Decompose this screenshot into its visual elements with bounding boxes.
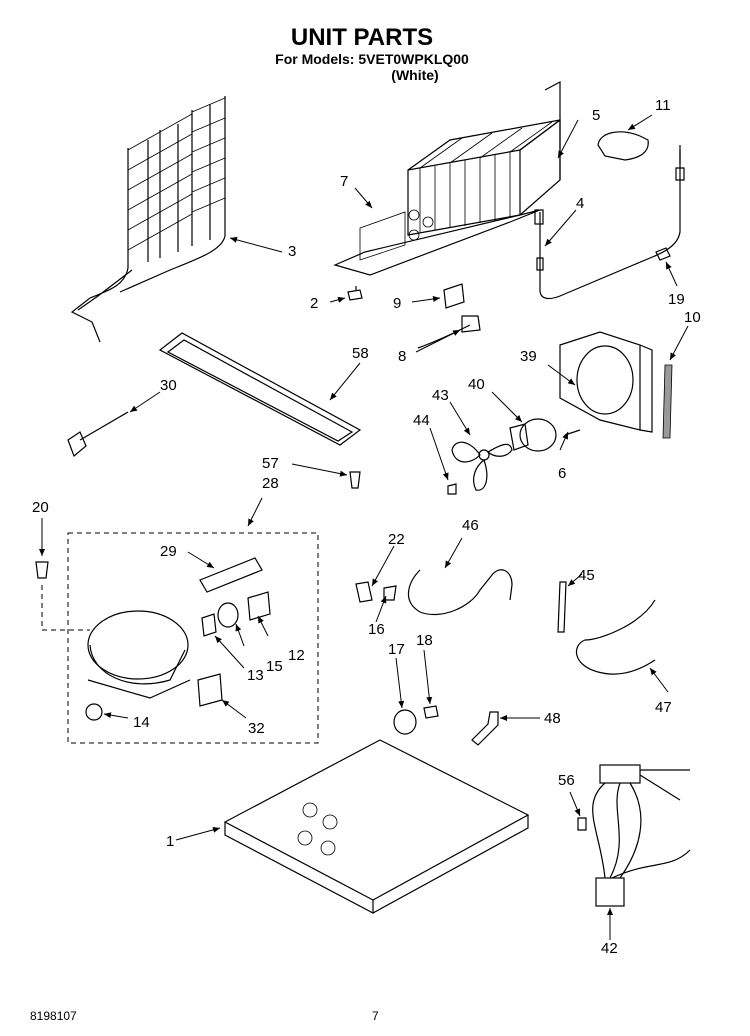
callout-labels: 1 2 3 4 5 6 7 8 9 10 11 12 13 14 15 16 1… xyxy=(32,97,701,957)
overload-15-drawing xyxy=(217,602,239,628)
callout-16: 16 xyxy=(368,621,385,638)
callout-45: 45 xyxy=(578,567,595,584)
screw-2-drawing xyxy=(347,286,363,301)
callout-47: 47 xyxy=(655,699,672,716)
module-32-drawing xyxy=(197,673,223,707)
callout-17: 17 xyxy=(388,641,405,658)
wire-harness-drawing xyxy=(592,764,691,907)
fan-shroud-drawing xyxy=(559,331,653,433)
clamp-22-drawing xyxy=(355,581,373,603)
color-line: (White) xyxy=(391,67,438,83)
screw-57-drawing xyxy=(349,471,361,489)
callout-11: 11 xyxy=(655,97,671,114)
evaporator-drawing xyxy=(333,81,561,276)
tube-46-drawing xyxy=(407,569,513,616)
callout-19: 19 xyxy=(668,291,685,308)
tube-48-drawing xyxy=(471,711,499,746)
callout-22: 22 xyxy=(388,531,405,548)
fastener-56-drawing xyxy=(577,817,587,831)
callout-43: 43 xyxy=(432,387,449,404)
compressor-drawing xyxy=(85,610,191,721)
compressor-ground-line xyxy=(41,585,90,631)
callout-4: 4 xyxy=(576,195,584,212)
base-pan-drawing xyxy=(223,739,530,914)
callout-6: 6 xyxy=(558,465,566,482)
defrost-wire-drawing xyxy=(534,145,685,300)
sensor-8-drawing xyxy=(417,315,481,349)
fan-motor-drawing xyxy=(509,418,581,452)
screw-18-drawing xyxy=(423,705,439,719)
callout-56: 56 xyxy=(558,772,575,789)
relay-12-drawing xyxy=(247,591,271,621)
fan-blade-drawing xyxy=(451,441,513,491)
callout-48: 48 xyxy=(544,710,561,727)
callout-9: 9 xyxy=(393,295,401,312)
callout-10: 10 xyxy=(684,309,701,326)
callout-39: 39 xyxy=(520,348,537,365)
callout-20: 20 xyxy=(32,499,49,516)
callout-2: 2 xyxy=(310,295,318,312)
callout-18: 18 xyxy=(416,632,433,649)
callout-1: 1 xyxy=(166,833,174,850)
rod-45-drawing xyxy=(557,581,567,633)
screw-20-drawing xyxy=(35,561,49,579)
callout-32: 32 xyxy=(248,720,265,737)
callout-15: 15 xyxy=(266,658,283,675)
callout-30: 30 xyxy=(160,377,177,394)
compressor-group-box xyxy=(67,532,319,744)
wheel-17-drawing xyxy=(393,709,417,735)
callout-8: 8 xyxy=(398,348,406,365)
doc-number: 8198107 xyxy=(30,1009,77,1023)
clip-44-drawing xyxy=(447,483,457,495)
callout-58: 58 xyxy=(352,345,369,362)
condenser-coil-drawing xyxy=(70,96,226,343)
callout-3: 3 xyxy=(288,243,296,260)
callout-5: 5 xyxy=(592,107,600,124)
callout-46: 46 xyxy=(462,517,479,534)
leader-lines xyxy=(39,114,689,940)
model-line: For Models: 5VET0WPKLQ00 xyxy=(275,51,469,67)
callout-7: 7 xyxy=(340,173,348,190)
drain-tray-drawing xyxy=(158,332,362,446)
capacitor-29-drawing xyxy=(199,557,263,593)
callout-12: 12 xyxy=(288,647,305,664)
cap-drawing xyxy=(597,131,649,161)
gasket-strip-drawing xyxy=(662,364,673,439)
page-title: UNIT PARTS xyxy=(291,24,433,51)
cord-47-drawing xyxy=(575,599,656,675)
connector-13-drawing xyxy=(201,613,217,637)
bracket-9-drawing xyxy=(443,283,465,309)
callout-57: 57 xyxy=(262,455,279,472)
callout-13: 13 xyxy=(247,667,264,684)
heater-drawing xyxy=(67,411,129,458)
callout-42: 42 xyxy=(601,940,618,957)
callout-29: 29 xyxy=(160,543,177,560)
callout-40: 40 xyxy=(468,376,485,393)
callout-44: 44 xyxy=(413,412,430,429)
callout-28: 28 xyxy=(262,475,279,492)
callout-14: 14 xyxy=(133,714,150,731)
page-number: 7 xyxy=(372,1009,379,1023)
